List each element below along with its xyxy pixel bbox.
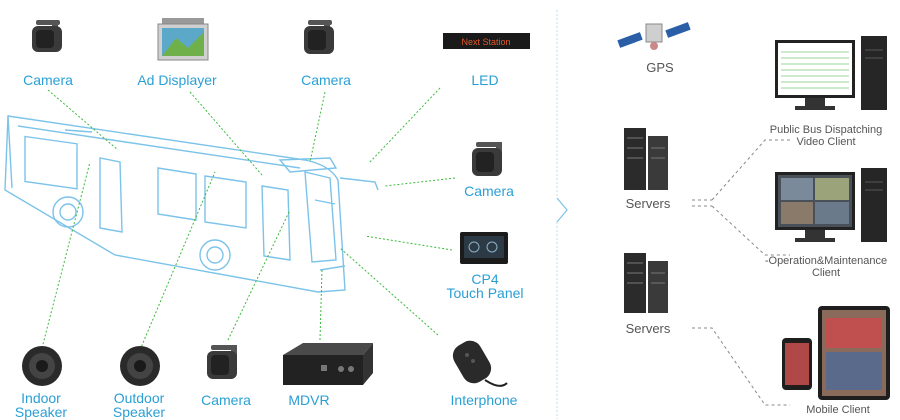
led-screen-text: Next Station xyxy=(461,37,510,47)
operation-workstation-icon xyxy=(775,168,887,242)
outdoor-speaker-label: Outdoor Speaker xyxy=(98,391,180,419)
camera-top-mid-icon xyxy=(304,20,334,54)
outdoor-speaker-icon xyxy=(120,346,160,386)
servers-2-icon xyxy=(624,253,668,313)
cp4-label-line2: Touch Panel xyxy=(446,285,524,301)
ad-displayer-label: Ad Displayer xyxy=(137,72,217,88)
operation-label-line1: -Operation&Maintenance xyxy=(764,255,888,267)
ad-displayer-icon xyxy=(157,18,209,61)
led-display-icon: Next Station xyxy=(443,33,530,49)
camera-top-left-icon xyxy=(32,20,62,52)
dispatch-label-line2: Video Client xyxy=(796,136,856,148)
dispatch-workstation-icon xyxy=(775,36,887,110)
camera-right-icon xyxy=(472,142,502,176)
cp4-label-line1: CP4 xyxy=(471,271,499,287)
camera-bottom-icon xyxy=(207,345,237,379)
mobile-devices-icon xyxy=(782,306,890,400)
dispatch-label-line1: Public Bus Dispatching xyxy=(769,124,883,136)
cp4-touch-panel-label: CP4 Touch Panel xyxy=(440,272,530,300)
operation-label-line2: Client xyxy=(811,267,841,279)
interphone-label: Interphone xyxy=(450,392,518,408)
led-label: LED xyxy=(471,72,499,88)
interphone-icon xyxy=(452,340,508,387)
camera-bottom-label: Camera xyxy=(201,392,251,408)
network-lines xyxy=(692,139,790,406)
gps-satellite-icon xyxy=(617,22,691,50)
indoor-label-line1: Indoor xyxy=(21,390,61,406)
mdvr-icon xyxy=(283,343,373,385)
connection-lines xyxy=(41,87,456,351)
operation-client-label: -Operation&Maintenance Client xyxy=(752,255,900,279)
dispatch-client-label: Public Bus Dispatching Video Client xyxy=(752,124,900,148)
outdoor-label-line2: Speaker xyxy=(112,404,166,420)
cp4-touch-panel-icon xyxy=(460,232,508,264)
indoor-speaker-label: Indoor Speaker xyxy=(0,391,82,419)
servers-1-label: Servers xyxy=(625,196,671,211)
section-divider xyxy=(556,10,568,419)
indoor-label-line2: Speaker xyxy=(14,404,68,420)
servers-2-label: Servers xyxy=(625,321,671,336)
mdvr-label: MDVR xyxy=(288,392,330,408)
outdoor-label-line1: Outdoor xyxy=(113,390,165,406)
bus-illustration xyxy=(4,115,379,293)
gps-label: GPS xyxy=(646,60,674,75)
camera-top-mid-label: Camera xyxy=(301,72,351,88)
mobile-client-label: Mobile Client xyxy=(806,404,870,416)
camera-right-label: Camera xyxy=(464,183,514,199)
indoor-speaker-icon xyxy=(22,346,62,386)
servers-1-icon xyxy=(624,128,668,190)
camera-top-left-label: Camera xyxy=(23,72,73,88)
